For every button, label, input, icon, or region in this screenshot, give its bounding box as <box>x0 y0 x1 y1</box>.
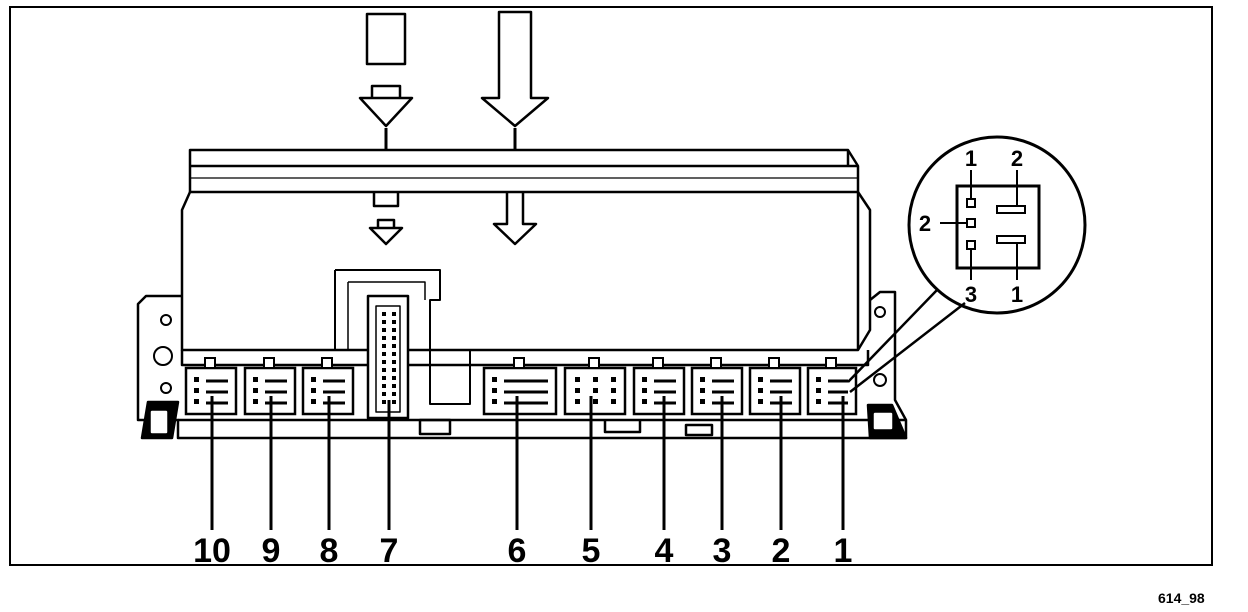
connector-label-3: 3 <box>713 532 732 570</box>
connector-1-socket <box>806 357 858 416</box>
connector-5-socket <box>563 357 627 416</box>
pin-label-bottom-right: 1 <box>1011 282 1023 307</box>
pin-label-bottom-left: 3 <box>965 282 977 307</box>
connector-4-socket <box>632 357 686 416</box>
pin-label-top-left: 1 <box>965 146 977 171</box>
pin-blade-lower <box>996 235 1026 244</box>
connector-2-socket <box>748 357 802 416</box>
pin-blade-upper <box>996 205 1026 214</box>
connector-3-socket <box>690 357 744 416</box>
large-arrow-icon <box>480 10 550 246</box>
connector-label-6: 6 <box>508 532 527 570</box>
mounting-holes <box>153 306 887 394</box>
connector-label-1: 1 <box>834 532 853 570</box>
connector-label-5: 5 <box>582 532 601 570</box>
pin-label-left: 2 <box>919 211 931 236</box>
mounting-clips <box>140 400 908 440</box>
mounting-bracket <box>136 290 908 440</box>
connector-6-socket <box>482 357 558 416</box>
connector-7-housing <box>366 294 410 420</box>
connector-label-9: 9 <box>262 532 281 570</box>
figure-code: 614_98 <box>1158 590 1205 606</box>
leader-lines <box>210 396 845 530</box>
socket-face <box>955 184 1041 270</box>
connector-label-2: 2 <box>772 532 791 570</box>
pin-detail-inset: 1 2 2 3 1 <box>847 135 1087 393</box>
connector-7-pins <box>382 312 396 404</box>
connector-label-8: 8 <box>320 532 339 570</box>
pin-label-top-right: 2 <box>1011 146 1023 171</box>
connector-label-7: 7 <box>380 532 399 570</box>
diagram-frame <box>9 6 1213 566</box>
connector-label-4: 4 <box>655 532 674 570</box>
connector-label-10: 10 <box>193 532 231 570</box>
small-arrow-icon <box>358 12 414 246</box>
relay-box-body <box>180 148 872 405</box>
connector-sockets <box>184 312 858 416</box>
connector-labels: 10 9 8 7 6 5 4 3 2 1 <box>193 532 852 570</box>
